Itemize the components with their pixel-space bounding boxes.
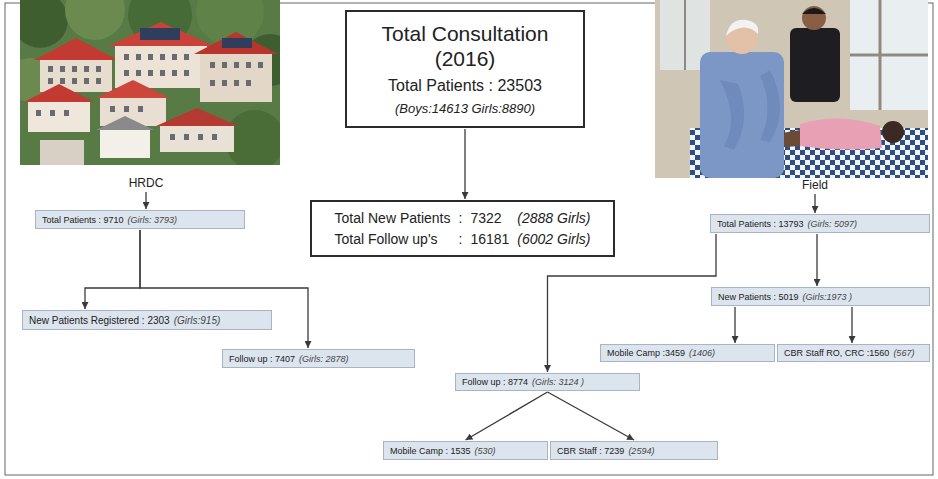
box-text: New Patients : 5019 <box>718 292 799 302</box>
box-text: (Girls: 5097) <box>808 219 858 229</box>
box-text: (Girls: 3793) <box>128 215 178 225</box>
site-label: Field <box>792 176 838 193</box>
box-text: Total Follow up's <box>335 231 451 247</box>
count-box: CBR Staff : 7239 (2594) <box>550 441 718 460</box>
box-text: : <box>458 210 462 226</box>
box-text: Total New Patients <box>335 210 451 226</box>
box-text: (6002 Girls) <box>517 231 590 247</box>
box-text: (2594) <box>628 446 654 456</box>
count-box: Total Patients : 13793 (Girls: 5097) <box>710 214 930 233</box>
examination-photo <box>655 0 928 178</box>
flow-arrow <box>734 307 735 343</box>
box-text: : <box>458 231 462 247</box>
box-text: (1406) <box>689 348 715 358</box>
count-box: Total Patients : 9710 (Girls: 3793) <box>35 210 245 229</box>
box-text: (Boys:14613 Girls:8890) <box>395 101 535 116</box>
box-text: CBR Staff RO, CRC :1560 <box>784 348 889 358</box>
box-text: (Girls:1973 ) <box>803 292 853 302</box>
count-box: New Patients : 5019 (Girls:1973 ) <box>711 287 930 306</box>
count-box: Mobile Camp : 1535 (530) <box>383 441 548 460</box>
box-text: Follow up : 7407 <box>229 354 295 364</box>
box-text: (Girls:915) <box>174 315 221 326</box>
box-text: New Patients Registered : 2303 <box>29 315 170 326</box>
totals-box: Total New Patients:7322 (2888 Girls) Total… <box>310 200 615 257</box>
site-label-text: Field <box>802 178 828 192</box>
count-box: New Patients Registered : 2303 (Girls:915… <box>22 310 272 330</box>
box-text: Total Patients : 9710 <box>42 215 124 225</box>
flow-arrow <box>466 392 548 440</box>
flow-arrow <box>85 230 140 309</box>
hospital-photo <box>20 0 280 165</box>
flow-arrow <box>464 129 465 199</box>
box-text: Mobile Camp : 1535 <box>390 446 471 456</box>
flow-arrow <box>851 307 852 343</box>
site-label-text: HRDC <box>129 176 164 190</box>
count-box: Follow up : 7407 (Girls: 2878) <box>222 349 415 368</box>
box-text: (2888 Girls) <box>517 210 590 226</box>
box-text: Total Patients : 13793 <box>717 219 804 229</box>
outer-frame <box>5 3 933 475</box>
box-text: CBR Staff : 7239 <box>557 446 624 456</box>
flow-arrow <box>548 392 635 440</box>
box-text: 16181 <box>470 231 509 247</box>
box-text: Follow up : 8774 <box>462 377 528 387</box>
flow-arrow <box>140 230 308 348</box>
flow-arrow <box>816 234 817 286</box>
box-text: Total Consultation (2016) <box>356 22 574 72</box>
box-text: (567) <box>893 348 914 358</box>
count-box: Follow up : 8774 (Girls: 3124 ) <box>455 373 640 391</box>
flow-arrow <box>814 194 815 213</box>
box-text: Mobile Camp :3459 <box>607 348 685 358</box>
count-box: Mobile Camp :3459 (1406) <box>600 344 775 362</box>
box-text: 7322 <box>470 210 509 226</box>
box-text: (530) <box>475 446 496 456</box>
summary-box: Total Consultation (2016) Total Patients … <box>345 10 585 128</box>
count-box: CBR Staff RO, CRC :1560 (567) <box>777 344 930 362</box>
box-text: (Girls: 3124 ) <box>532 377 584 387</box>
box-text: Total Patients : 23503 <box>388 77 542 95</box>
box-text: (Girls: 2878) <box>299 354 349 364</box>
flow-arrow <box>145 192 146 209</box>
site-label: HRDC <box>118 174 174 191</box>
